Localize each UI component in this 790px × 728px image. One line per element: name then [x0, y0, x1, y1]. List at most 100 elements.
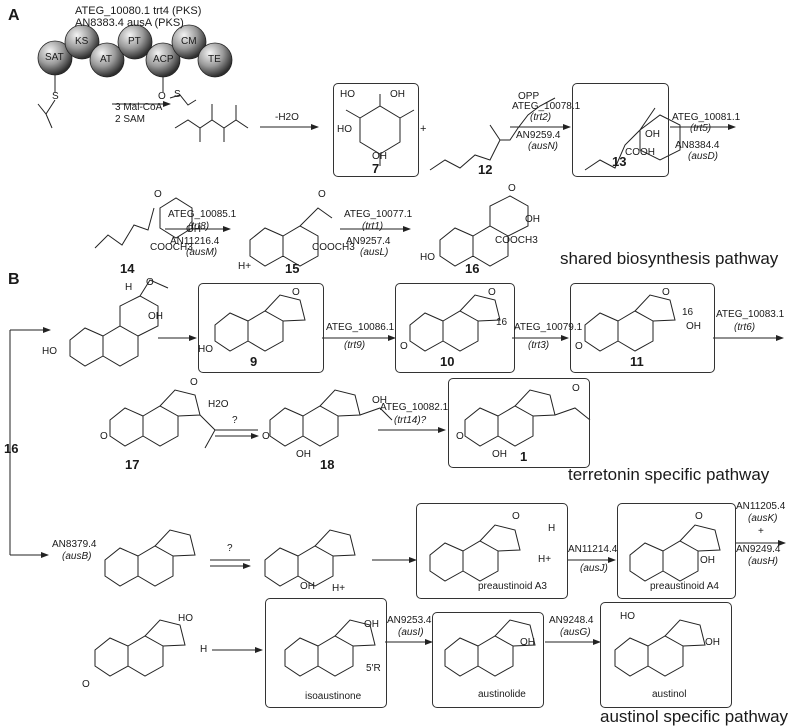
- atom-s-acp: S: [174, 89, 181, 100]
- enzyme-ausM-gene: (ausM): [186, 247, 218, 258]
- enzyme-ausN-id: AN9259.4: [516, 130, 561, 141]
- enzyme-ausJ-id: AN11214.4: [568, 544, 618, 555]
- cpa4-o: O: [695, 511, 703, 522]
- compound-16-sketch: [439, 195, 529, 267]
- box-compound-7: [333, 83, 419, 177]
- arrow-double-question: [210, 560, 250, 566]
- atom-o-acp: O: [158, 91, 166, 102]
- compound-preaustinoid-a4-sketch: [629, 524, 721, 582]
- compound-label-12: 12: [478, 162, 493, 177]
- c7-ho: HO: [340, 89, 355, 100]
- pathway-label-austinol: austinol specific pathway: [600, 707, 789, 726]
- domain-label-acp: ACP: [153, 54, 174, 65]
- domain-label-pt: PT: [128, 36, 141, 47]
- domain-label-at: AT: [100, 54, 113, 65]
- compound-7-ring: [345, 94, 415, 166]
- c7-oh-top: OH: [390, 89, 405, 100]
- box-isoaustinone: [265, 598, 387, 708]
- enzyme-ausH-gene: (ausH): [748, 556, 779, 567]
- domain-label-ks: KS: [75, 36, 89, 47]
- enzyme-trt1-gene: (trt1): [362, 221, 384, 232]
- compound-label-9: 9: [250, 354, 258, 369]
- austinolide-label: austinolide: [478, 689, 526, 700]
- enzyme-ausH-id: AN9249.4: [736, 544, 781, 555]
- domain-sphere-at: [89, 42, 125, 78]
- cai3-ho: HO: [178, 613, 193, 624]
- compound-15-sketch: [249, 207, 333, 267]
- compound-14-sketch: [94, 197, 193, 249]
- compound-preaustinoid-a3-sketch: [429, 524, 521, 582]
- c12-opp: OPP: [518, 91, 540, 102]
- c7-ho-left: HO: [337, 124, 352, 135]
- compound-label-16: 16: [465, 261, 480, 276]
- enzyme-ausI-gene: (ausI): [398, 627, 424, 638]
- compound-label-18: 18: [320, 457, 335, 472]
- cpa3-hplus: H+: [538, 554, 552, 565]
- box-compound-1: [448, 378, 590, 468]
- compound-b1-sketch: [69, 279, 169, 367]
- c16-cooch3: COOCH3: [495, 235, 538, 246]
- enzyme-ausL-gene: (ausL): [360, 247, 389, 258]
- compound-label-13: 13: [612, 154, 627, 169]
- enzyme-trt3-gene: (trt3): [528, 340, 550, 351]
- c1-o-top: O: [572, 383, 580, 394]
- domain-label-sat: SAT: [45, 52, 64, 63]
- domain-label-cm: CM: [181, 36, 197, 47]
- compound-11-sketch: [584, 294, 676, 352]
- pks-domain-spheres: [37, 24, 233, 78]
- panel-label-b: B: [8, 271, 20, 288]
- c18-o-left: O: [262, 431, 270, 442]
- enzyme-trt14-gene: (trt14)?: [394, 415, 427, 426]
- cai2-hplus: H+: [332, 583, 346, 594]
- cai3-o: O: [82, 679, 90, 690]
- enzyme-trt6-gene: (trt6): [734, 322, 756, 333]
- c11-oh: OH: [686, 321, 701, 332]
- cb1-h: H: [125, 282, 133, 293]
- caus-oh: OH: [705, 637, 720, 648]
- c1-oh: OH: [492, 449, 507, 460]
- box-austinol: [600, 602, 732, 708]
- enzyme-ausI-id: AN9253.4: [387, 615, 432, 626]
- enzyme-trt2-gene: (trt2): [530, 112, 552, 123]
- compound-label-1: 1: [520, 449, 528, 464]
- box-compound-13: [572, 83, 669, 177]
- c14-o: O: [154, 189, 162, 200]
- question-step-austinol: ?: [227, 543, 233, 554]
- enzyme-ausJ-gene: (ausJ): [580, 563, 608, 574]
- c10-o: O: [488, 287, 496, 298]
- sat-thioester-bond: [37, 75, 56, 129]
- cpa3-h: H: [548, 523, 556, 534]
- compound-10-sketch: [409, 294, 501, 352]
- enzyme-ausL-id: AN9257.4: [346, 236, 391, 247]
- c15-hplus: H+: [238, 261, 252, 272]
- c13-cooh: COOH: [625, 147, 655, 158]
- enzyme-plus: +: [758, 526, 764, 537]
- enzyme-trt2-id: ATEG_10078.1: [512, 101, 581, 112]
- cpa3-o: O: [512, 511, 520, 522]
- c15-o: O: [318, 189, 326, 200]
- compound-label-14: 14: [120, 261, 135, 276]
- pathway-label-terretonin: terretonin specific pathway: [568, 465, 770, 484]
- pks-gene-line-2: AN8383.4 ausA (PKS): [75, 17, 184, 29]
- cb1-oh: OH: [148, 311, 163, 322]
- question-step-17: ?: [232, 415, 238, 426]
- enzyme-trt6-id: ATEG_10083.1: [716, 309, 785, 320]
- compound-12-farnesyl: [429, 97, 556, 171]
- c11-o-left: O: [575, 341, 583, 352]
- domain-sphere-cm: [171, 24, 207, 60]
- pathway-label-shared: shared biosynthesis pathway: [560, 249, 779, 268]
- c1-o-left: O: [456, 431, 464, 442]
- compound-9-sketch: [214, 294, 306, 352]
- enzyme-trt8-gene: (trt8): [188, 221, 210, 232]
- enzyme-trt1-id: ATEG_10077.1: [344, 209, 413, 220]
- box-compound-11: [570, 283, 715, 373]
- enzyme-ausK-gene: (ausK): [748, 513, 778, 524]
- preaustinoid-a3-label: preaustinoid A3: [478, 581, 547, 592]
- box-preaustinoid-a4: [617, 503, 736, 599]
- c7-oh-bottom: OH: [372, 151, 387, 162]
- caus-ho: HO: [620, 611, 635, 622]
- compound-isoaustinone-sketch: [284, 619, 376, 677]
- ciso-oh: OH: [364, 619, 379, 630]
- c17-o-left: O: [100, 431, 108, 442]
